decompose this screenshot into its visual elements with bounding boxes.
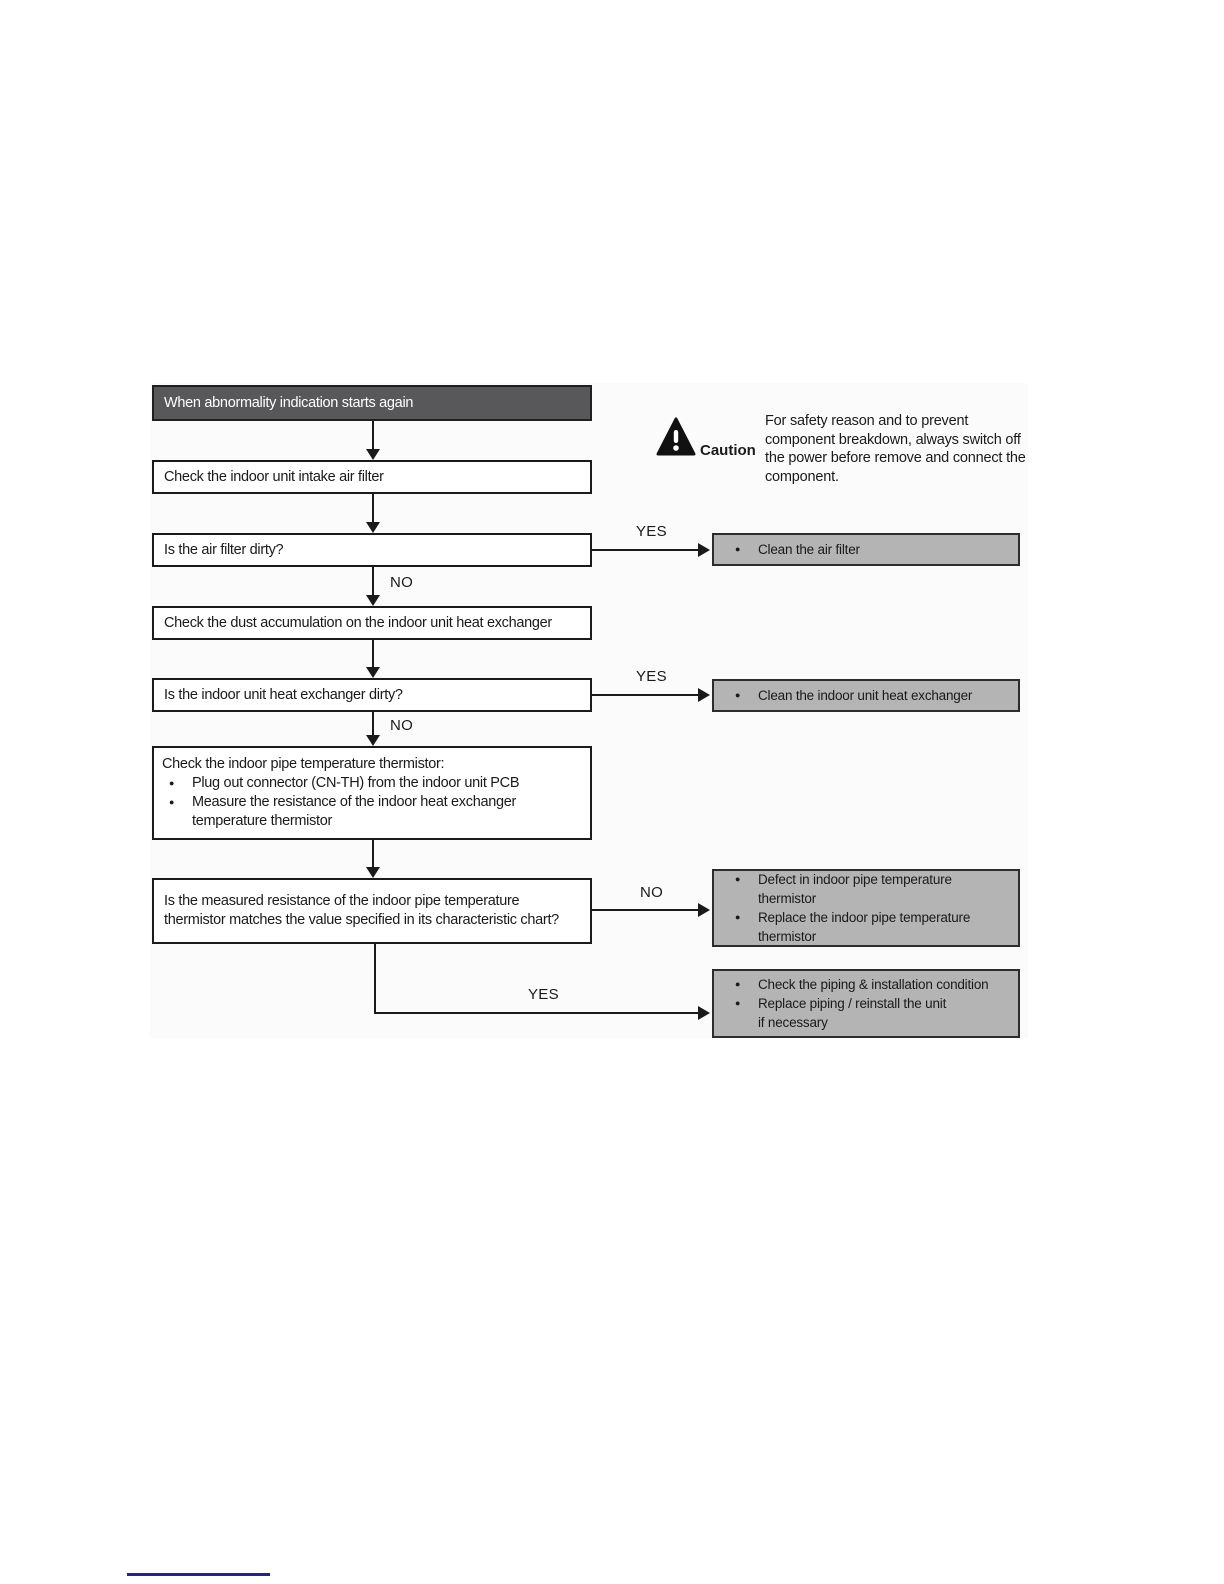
- action-piping-bullet2-cont: if necessary: [758, 1015, 828, 1030]
- arrowhead-down-2: [366, 522, 380, 533]
- no-label-2: NO: [390, 717, 414, 734]
- connector-start-down: [372, 421, 374, 449]
- bullet-icon: ●: [735, 544, 741, 554]
- node-check-dust: Check the dust accumulation on the indoo…: [152, 606, 592, 640]
- action-piping-bullet2: Replace piping / reinstall the unit: [758, 996, 947, 1011]
- node-check-air-filter-label: Check the indoor unit intake air filter: [164, 468, 384, 485]
- caution-text: For safety reason and to prevent compone…: [765, 413, 1026, 485]
- caution-warning-icon: [656, 417, 696, 457]
- arrowhead-down-3: [366, 595, 380, 606]
- yes-label-3: YES: [528, 986, 559, 1003]
- connector-no-2: [372, 712, 374, 735]
- footer-divider-line: [127, 1573, 270, 1576]
- bullet-icon: ●: [735, 690, 741, 700]
- connector-no-3: [592, 909, 698, 911]
- node-check-thermistor: Check the indoor pipe temperature thermi…: [152, 746, 592, 840]
- bullet-icon: ●: [169, 797, 175, 807]
- action-clean-heat-exchanger: ● Clean the indoor unit heat exchanger: [712, 679, 1020, 712]
- node-check-thermistor-bullet1: Plug out connector (CN-TH) from the indo…: [192, 775, 520, 791]
- connector-down-6: [372, 840, 374, 867]
- node-q-heat-exchanger-label: Is the indoor unit heat exchanger dirty?: [164, 686, 403, 703]
- node-q-air-filter-label: Is the air filter dirty?: [164, 541, 284, 558]
- node-q-resistance-label: Is the measured resistance of the indoor…: [164, 893, 559, 928]
- action-defect-bullet1: Defect in indoor pipe temperature thermi…: [758, 872, 952, 906]
- no-label-3: NO: [640, 884, 664, 901]
- arrowhead-right-3: [698, 903, 710, 917]
- connector-yes-2: [592, 694, 698, 696]
- bullet-icon: ●: [735, 998, 741, 1008]
- arrowhead-down-5: [366, 735, 380, 746]
- action-clean-air-filter-label: Clean the air filter: [758, 542, 860, 557]
- arrowhead-right-1: [698, 543, 710, 557]
- action-clean-air-filter: ● Clean the air filter: [712, 533, 1020, 566]
- connector-down-4: [372, 640, 374, 667]
- yes-label-2: YES: [636, 668, 667, 685]
- node-start-label: When abnormality indication starts again: [164, 394, 414, 411]
- connector-down-2: [372, 494, 374, 522]
- bullet-icon: ●: [735, 874, 741, 884]
- action-clean-heat-exchanger-label: Clean the indoor unit heat exchanger: [758, 688, 973, 703]
- connector-yes-3-horizontal: [374, 1012, 700, 1014]
- node-start: When abnormality indication starts again: [152, 385, 592, 421]
- action-defect-bullet2: Replace the indoor pipe temperature ther…: [758, 910, 971, 944]
- node-check-thermistor-bullet2: Measure the resistance of the indoor hea…: [192, 794, 517, 829]
- action-defect-thermistor: ● Defect in indoor pipe temperature ther…: [712, 869, 1020, 947]
- node-q-resistance: Is the measured resistance of the indoor…: [152, 878, 592, 944]
- arrowhead-down-6: [366, 867, 380, 878]
- arrowhead-right-2: [698, 688, 710, 702]
- connector-no-1: [372, 567, 374, 595]
- node-check-air-filter: Check the indoor unit intake air filter: [152, 460, 592, 494]
- arrowhead-down-4: [366, 667, 380, 678]
- connector-yes-1: [592, 549, 698, 551]
- bullet-icon: ●: [735, 979, 741, 989]
- no-label-1: NO: [390, 574, 414, 591]
- node-q-heat-exchanger: Is the indoor unit heat exchanger dirty?: [152, 678, 592, 712]
- arrowhead-right-4: [698, 1006, 710, 1020]
- connector-yes-3-vertical: [374, 944, 376, 1014]
- caution-title: Caution: [700, 442, 756, 459]
- bullet-icon: ●: [735, 912, 741, 922]
- bullet-icon: ●: [169, 778, 175, 788]
- action-check-piping: ● Check the piping & installation condit…: [712, 969, 1020, 1038]
- arrowhead-down-1: [366, 449, 380, 460]
- action-piping-bullet1: Check the piping & installation conditio…: [758, 977, 989, 992]
- node-check-dust-label: Check the dust accumulation on the indoo…: [164, 614, 552, 631]
- node-check-thermistor-title: Check the indoor pipe temperature thermi…: [162, 756, 445, 772]
- yes-label-1: YES: [636, 523, 667, 540]
- node-q-air-filter: Is the air filter dirty?: [152, 533, 592, 567]
